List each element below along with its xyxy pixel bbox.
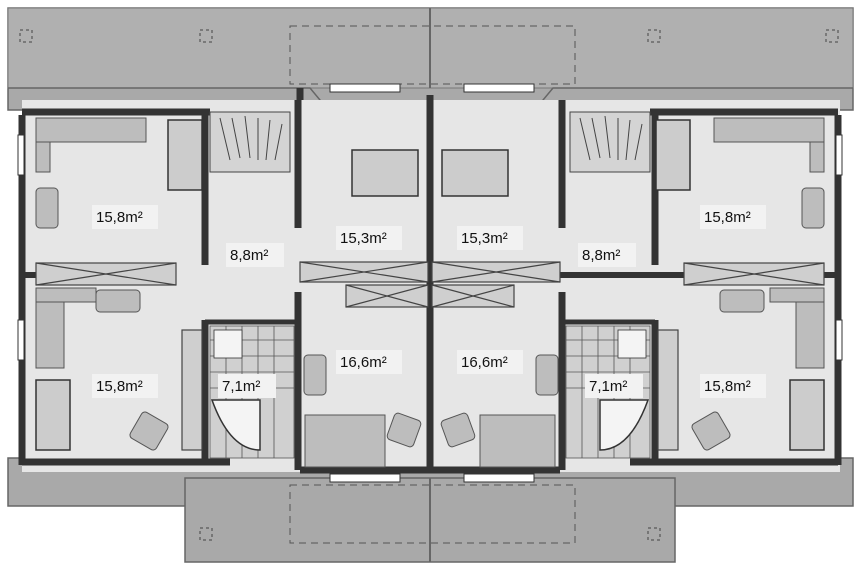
staircases xyxy=(209,111,651,173)
beds xyxy=(35,119,825,451)
area-label-right-hall: 8,8m² xyxy=(582,247,620,264)
area-label-left-bath: 7,1m² xyxy=(222,378,260,395)
area-label-right-top-bedroom: 15,8m² xyxy=(704,209,751,226)
area-label-left-hall: 8,8m² xyxy=(230,247,268,264)
area-label-right-bottom-bedroom: 15,8m² xyxy=(704,378,751,395)
roof-bottom xyxy=(7,457,854,563)
area-label-left-mid-bottom-room: 16,6m² xyxy=(340,354,387,371)
area-label-left-mid-top-bedroom: 15,3m² xyxy=(340,230,387,247)
furniture xyxy=(35,117,825,468)
windows xyxy=(17,83,843,483)
roof-top xyxy=(7,7,854,111)
area-labels: 15,8m² 8,8m² 15,3m² 15,8m² 7,1m² 16,6m² … xyxy=(92,205,766,398)
area-label-left-bottom-bedroom: 15,8m² xyxy=(96,378,143,395)
wardrobes xyxy=(35,261,825,451)
area-label-left-top-bedroom: 15,8m² xyxy=(96,209,143,226)
area-label-right-mid-top-bedroom: 15,3m² xyxy=(461,230,508,247)
area-label-right-mid-bottom-room: 16,6m² xyxy=(461,354,508,371)
area-label-right-bath: 7,1m² xyxy=(589,378,627,395)
